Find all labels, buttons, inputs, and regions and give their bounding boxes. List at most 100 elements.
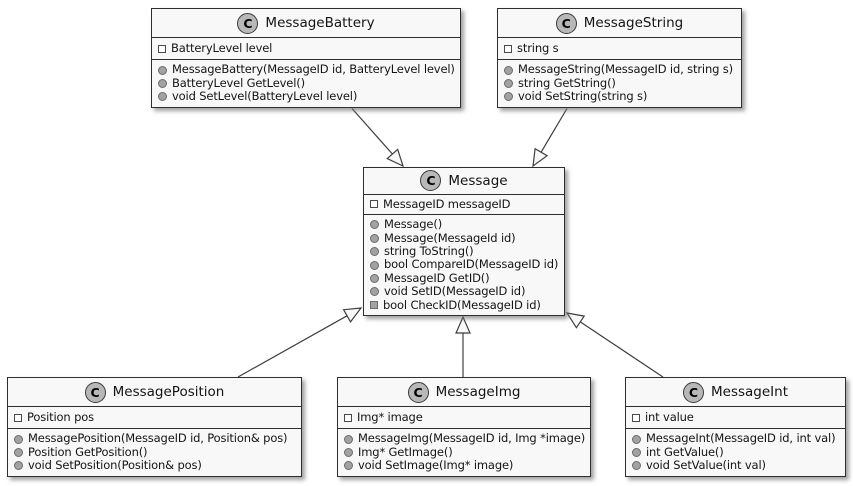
field-text: MessageID messageID (383, 196, 511, 211)
public-method-icon (370, 220, 379, 230)
class-title-bar: C MessageImg (338, 378, 590, 407)
field-icon (370, 200, 378, 209)
methods-compartment: Message() Message(MessageId id) string T… (364, 215, 564, 315)
public-method-icon (504, 65, 513, 75)
methods-compartment: MessageInt(MessageID id, int val) int Ge… (626, 429, 845, 476)
method-row: MessageBattery(MessageID id, BatteryLeve… (158, 62, 455, 77)
class-icon: C (237, 12, 259, 34)
field-text: Img* image (357, 409, 423, 424)
class-box-message: C Message MessageID messageID Message() … (363, 167, 565, 316)
public-method-icon (14, 461, 23, 471)
field-row: BatteryLevel level (158, 40, 454, 55)
field-row: MessageID messageID (370, 196, 558, 211)
method-text: string ToString() (384, 243, 474, 258)
public-method-icon (370, 260, 379, 270)
public-method-icon (344, 461, 353, 471)
class-title-bar: C MessageString (498, 9, 741, 38)
public-method-icon (370, 233, 379, 243)
method-row: string ToString() (370, 243, 558, 258)
class-icon: C (84, 381, 106, 403)
class-icon: C (555, 12, 577, 34)
field-text: string s (517, 40, 559, 55)
public-method-icon (344, 448, 353, 457)
class-title-bar: C MessageBattery (152, 9, 460, 38)
field-icon (504, 44, 512, 53)
public-method-icon (14, 434, 23, 444)
field-row: Position pos (14, 410, 295, 424)
method-row: MessagePosition(MessageID id, Position& … (14, 431, 295, 446)
public-method-icon (158, 79, 167, 88)
class-title-bar: C MessageInt (626, 378, 845, 407)
method-row: void SetLevel(BatteryLevel level) (158, 89, 454, 103)
method-text: MessagePosition(MessageID id, Position& … (28, 431, 288, 446)
public-method-icon (158, 65, 167, 75)
method-text: Message() (384, 217, 443, 232)
public-method-icon (504, 79, 513, 88)
class-box-messageint: C MessageInt int value MessageInt(Messag… (625, 377, 846, 477)
method-text: MessageBattery(MessageID id, BatteryLeve… (172, 62, 455, 77)
method-text: void SetImage(Img* image) (358, 458, 514, 473)
class-name: MessagePosition (112, 384, 225, 400)
method-row: void SetImage(Img* image) (344, 458, 584, 473)
inheritance-arrow-messageint-to-message (565, 312, 664, 378)
public-method-icon (14, 448, 23, 457)
methods-compartment: MessagePosition(MessageID id, Position& … (8, 429, 301, 476)
field-icon (158, 44, 166, 53)
public-method-icon (632, 448, 641, 457)
field-icon (344, 413, 352, 422)
method-text: MessageInt(MessageID id, int val) (646, 431, 836, 446)
class-title-bar: C MessagePosition (8, 378, 301, 407)
fields-compartment: MessageID messageID (364, 195, 564, 216)
fields-compartment: Position pos (8, 407, 301, 429)
method-text: string GetString() (518, 75, 616, 90)
method-row: string GetString() (504, 75, 735, 90)
method-row: bool CompareID(MessageID id) (370, 257, 559, 272)
method-row: void SetPosition(Position& pos) (14, 458, 295, 473)
class-title-bar: C Message (364, 168, 564, 195)
public-method-icon (504, 92, 513, 102)
field-row: string s (504, 40, 735, 55)
method-text: MessageImg(MessageID id, Img *image) (358, 431, 586, 446)
class-box-messageposition: C MessagePosition Position pos MessagePo… (7, 377, 302, 477)
private-method-icon (370, 301, 378, 310)
field-row: Img* image (344, 409, 584, 424)
method-text: bool CompareID(MessageID id) (384, 257, 559, 272)
method-text: MessageID GetID() (384, 270, 490, 285)
method-row: Message(MessageId id) (370, 230, 558, 245)
method-row: MessageID GetID() (370, 270, 558, 285)
method-text: bool CheckID(MessageID id) (383, 297, 541, 312)
inheritance-arrow-messagebattery-to-message (351, 108, 404, 168)
class-icon: C (407, 381, 429, 403)
field-row: int value (632, 409, 839, 424)
field-text: int value (645, 409, 694, 424)
method-text: void SetPosition(Position& pos) (28, 458, 202, 473)
method-text: MessageString(MessageID id, string s) (518, 62, 733, 77)
public-method-icon (632, 434, 641, 444)
inheritance-arrow-messagestring-to-message (532, 108, 568, 168)
method-row: void SetValue(int val) (632, 458, 839, 473)
method-row: MessageImg(MessageID id, Img *image) (344, 431, 586, 446)
class-name: MessageString (583, 15, 684, 31)
field-icon (14, 413, 22, 422)
inheritance-arrow-messageimg-to-message (455, 315, 471, 377)
method-text: Img* GetImage() (358, 444, 453, 459)
method-text: int GetValue() (646, 444, 724, 459)
class-icon: C (683, 381, 704, 403)
public-method-icon (158, 92, 167, 102)
class-icon: C (420, 170, 442, 192)
method-text: Message(MessageId id) (384, 230, 516, 245)
method-row: Message() (370, 217, 558, 232)
public-method-icon (632, 461, 641, 471)
public-method-icon (344, 434, 353, 444)
field-text: BatteryLevel level (171, 40, 273, 55)
class-name: MessageBattery (265, 15, 375, 31)
method-row: void SetString(string s) (504, 89, 735, 103)
methods-compartment: MessageImg(MessageID id, Img *image) Img… (338, 429, 590, 476)
class-name: Message (448, 172, 508, 189)
method-text: void SetValue(int val) (646, 458, 766, 473)
method-row: int GetValue() (632, 444, 839, 459)
fields-compartment: string s (498, 38, 741, 60)
method-row: Position GetPosition() (14, 445, 295, 459)
inheritance-arrow-messageposition-to-message (237, 307, 363, 378)
